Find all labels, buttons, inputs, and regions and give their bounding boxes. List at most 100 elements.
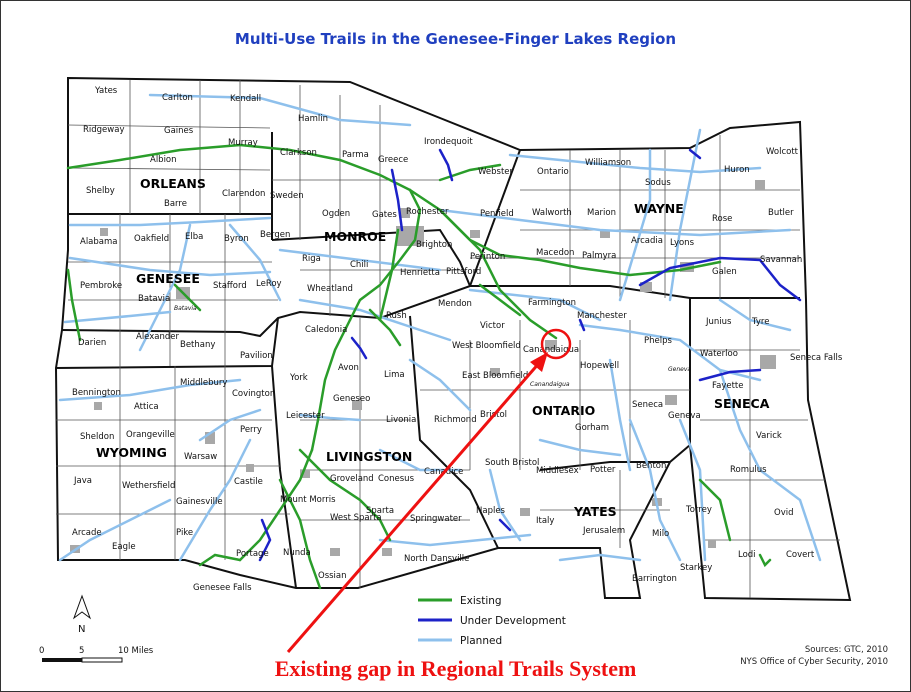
town-label: Ridgeway: [83, 125, 124, 135]
town-label: Wheatland: [307, 284, 353, 294]
town-label: Gainesville: [176, 497, 223, 507]
town-label: Rose: [712, 214, 732, 224]
town-label: Carlton: [162, 93, 193, 103]
town-label: Shelby: [86, 186, 115, 196]
scale-label: 5: [79, 646, 84, 656]
legend-label-existing: Existing: [460, 595, 502, 607]
town-label: Rush: [386, 311, 407, 321]
town-label: Sweden: [270, 191, 304, 201]
town-label: Henrietta: [400, 268, 440, 278]
county-label: ONTARIO: [532, 403, 595, 418]
town-label: Elba: [185, 232, 203, 242]
town-label: Avon: [338, 363, 359, 373]
town-label: Savannah: [760, 255, 802, 265]
town-label: Hopewell: [580, 361, 619, 371]
county-label: WYOMING: [96, 445, 167, 460]
town-label: Alabama: [80, 237, 117, 247]
town-label: Hamlin: [298, 114, 328, 124]
sub-label: Canandaigua: [530, 381, 570, 388]
town-label: Batavia: [138, 294, 170, 304]
town-label: Stafford: [213, 281, 247, 291]
town-label: Benton: [636, 461, 666, 471]
town-label: Sheldon: [80, 432, 114, 442]
town-label: Lyons: [670, 238, 695, 248]
sources: Sources: GTC, 2010 NYS Office of Cyber S…: [740, 645, 888, 667]
planned-trails: [58, 93, 822, 562]
town-label: West Sparta: [330, 513, 382, 523]
town-label: Barrington: [632, 574, 677, 584]
town-label: Orangeville: [126, 430, 175, 440]
town-label: Milo: [652, 529, 669, 539]
town-label: Springwater: [410, 514, 462, 524]
town-label: Ovid: [774, 508, 793, 518]
county-label: GENESEE: [136, 271, 200, 286]
north-arrow: N: [72, 594, 92, 635]
town-label: Wolcott: [766, 147, 799, 157]
town-label: Williamson: [585, 158, 631, 168]
town-label: Potter: [590, 465, 616, 475]
county-label: YATES: [573, 504, 617, 519]
town-label: Clarendon: [222, 189, 265, 199]
town-label: Penfield: [480, 209, 514, 219]
town-label: Palmyra: [582, 251, 616, 261]
map-title: Multi-Use Trails in the Genesee-Finger L…: [234, 30, 677, 48]
sub-label: Batavia: [174, 305, 197, 312]
town-label: Fayette: [712, 381, 743, 391]
town-label: Greece: [378, 155, 408, 165]
county-label: MONROE: [324, 229, 386, 244]
town-label: Arcadia: [631, 236, 663, 246]
town-label: Mendon: [438, 299, 472, 309]
legend-label-planned: Planned: [460, 635, 502, 647]
town-label: Alexander: [136, 332, 180, 342]
town-label: Conesus: [378, 474, 415, 484]
town-label: Barre: [164, 199, 187, 209]
town-label: Yates: [94, 86, 118, 96]
town-label: Irondequoit: [424, 137, 473, 147]
town-label: Covington: [232, 389, 275, 399]
town-label: Perry: [240, 425, 262, 435]
town-label: Murray: [228, 138, 258, 148]
gap-highlight-circle: [540, 328, 572, 360]
county-label: ORLEANS: [140, 176, 206, 191]
legend-label-under-development: Under Development: [460, 615, 566, 627]
town-label: Groveland: [330, 474, 374, 484]
source-line: Sources: GTC, 2010: [805, 645, 888, 655]
town-label: Attica: [134, 402, 159, 412]
town-label: Portage: [236, 549, 269, 559]
town-label: Genesee Falls: [193, 583, 252, 593]
town-label: Pembroke: [80, 281, 122, 291]
town-label: Bethany: [180, 340, 215, 350]
town-label: Victor: [480, 321, 505, 331]
town-label: Darien: [78, 338, 106, 348]
town-label: York: [289, 373, 308, 383]
town-label: Waterloo: [700, 349, 738, 359]
town-label: Mount Morris: [280, 495, 336, 505]
town-label: Seneca: [632, 400, 663, 410]
town-label: Caledonia: [305, 325, 347, 335]
county-label: SENECA: [714, 396, 770, 411]
town-label: Galen: [712, 267, 737, 277]
town-label: Perinton: [470, 252, 505, 262]
scale-label: 0: [39, 646, 44, 656]
town-label: Pavilion: [240, 351, 273, 361]
town-label: Jerusalem: [582, 526, 625, 536]
town-label: Middlesex: [536, 466, 579, 476]
town-label: Torrey: [685, 505, 712, 515]
town-label: Geneseo: [333, 394, 370, 404]
town-label: Richmond: [434, 415, 477, 425]
town-label: Lodi: [738, 550, 756, 560]
town-label: Ossian: [318, 571, 347, 581]
town-label: Eagle: [112, 542, 136, 552]
county-labels: ORLEANS MONROE WAYNE GENESEE ONTARIO SEN…: [96, 176, 770, 519]
town-label: North Dansville: [404, 554, 469, 564]
gap-arrow: [286, 352, 548, 653]
town-label: Warsaw: [184, 452, 217, 462]
town-label: Rochester: [406, 207, 449, 217]
town-label: Livonia: [386, 415, 416, 425]
source-line: NYS Office of Cyber Security, 2010: [740, 657, 888, 667]
town-label: Walworth: [532, 208, 572, 218]
town-label: Riga: [302, 254, 321, 264]
town-label: Marion: [587, 208, 616, 218]
town-label: Sparta: [366, 506, 394, 516]
town-label: Castile: [234, 477, 263, 487]
